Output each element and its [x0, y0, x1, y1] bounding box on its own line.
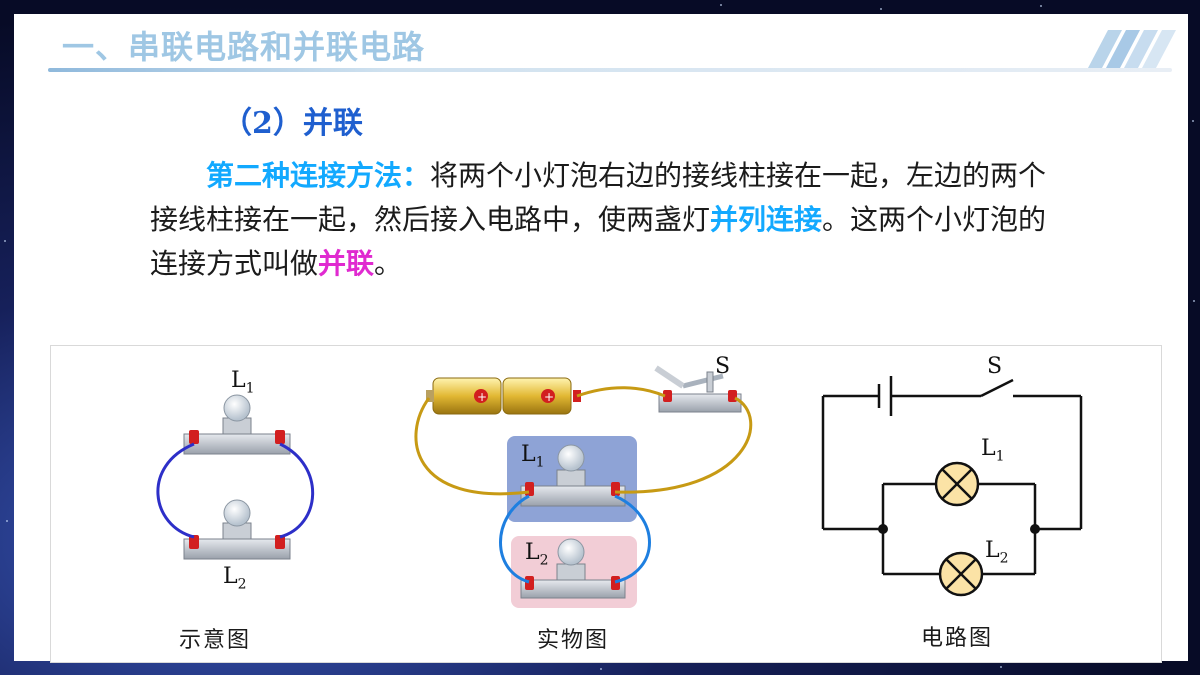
highlight-parallel-connection: 并列连接 — [710, 203, 823, 236]
bulb-icon — [556, 444, 586, 487]
paragraph-part2: 。这两个小灯泡的连接方式叫做 — [150, 203, 1047, 280]
circuit-label-l2: L2 — [985, 538, 1009, 567]
svg-text:+: + — [544, 390, 554, 404]
schematic-label-l2: L2 — [223, 564, 247, 593]
diagonal-stripes-icon — [1088, 30, 1176, 68]
circuit-caption: 电路图 — [921, 626, 994, 651]
junction-dot — [1030, 524, 1040, 534]
figure-panel: + + — [50, 345, 1162, 663]
title-underline — [48, 68, 1172, 72]
bulb-icon — [222, 394, 252, 435]
circuit-label-l1: L1 — [981, 436, 1005, 465]
lamp-symbol-icon — [934, 461, 980, 507]
paragraph-lead: 第二种连接方法： — [206, 159, 431, 192]
paragraph-part1: 将两个小灯泡右边的接线柱接在一起，左边的两个接线柱接在一起，然后接入电路中，使两… — [150, 159, 1047, 236]
schematic-caption: 示意图 — [179, 628, 252, 653]
figure-drawings: + + — [156, 365, 1083, 608]
svg-text:+: + — [477, 390, 487, 404]
physical-label-l1: L1 — [521, 442, 545, 471]
physical-label-switch: S — [715, 354, 731, 379]
circuit-diagram — [821, 376, 1083, 576]
bulb-icon — [222, 499, 252, 540]
page-title: 一、串联电路和并联电路 — [62, 28, 426, 66]
knife-switch-icon — [654, 365, 742, 413]
physical-caption: 实物图 — [537, 628, 610, 653]
battery-icon: + + — [426, 377, 581, 415]
physical-diagram: + + — [414, 365, 753, 608]
highlight-parallel: 并联 — [318, 247, 375, 280]
junction-dot — [878, 524, 888, 534]
schematic-diagram — [156, 394, 315, 560]
paragraph-part3: 。 — [374, 247, 403, 280]
circuit-label-switch: S — [987, 354, 1003, 379]
schematic-label-l1: L1 — [231, 368, 255, 397]
bulb-icon — [556, 538, 586, 581]
section-subtitle: （2）并联 — [222, 106, 363, 141]
lamp-symbol-icon — [938, 551, 984, 597]
physical-label-l2: L2 — [525, 540, 549, 569]
explanation-paragraph: 第二种连接方法：将两个小灯泡右边的接线柱接在一起，左边的两个接线柱接在一起，然后… — [150, 154, 1050, 286]
